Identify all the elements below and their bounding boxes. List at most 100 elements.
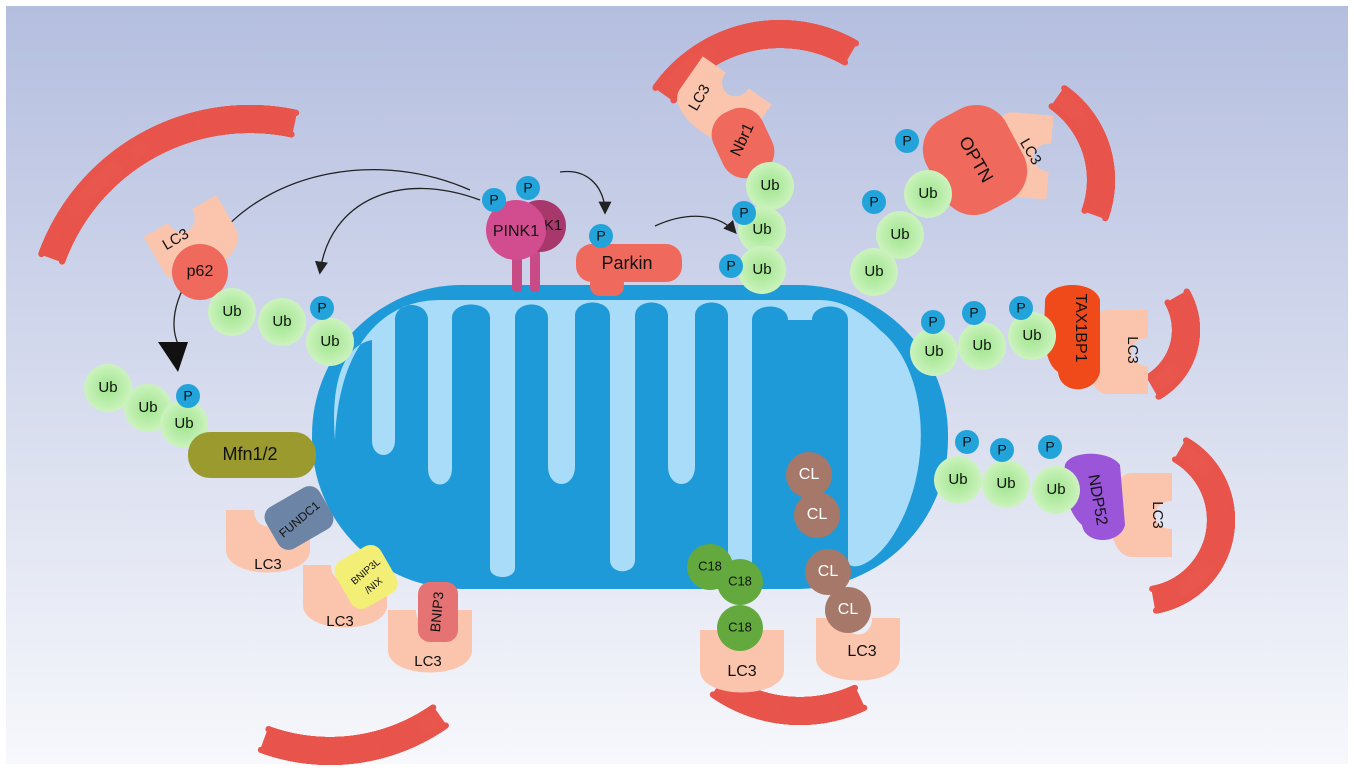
pink1-stem [530, 250, 540, 292]
phosphate-label: P [869, 194, 878, 210]
pink1-to-parkin-arrow [559, 170, 612, 215]
ub-label: Ub [1022, 327, 1041, 344]
ubiquitin [738, 246, 786, 294]
pink1-label: PINK1 [493, 223, 539, 240]
ubiquitin [746, 162, 794, 210]
c18-label: C18 [728, 573, 752, 588]
phosphate-label: P [1016, 300, 1025, 316]
membrane-ndp52 [1149, 437, 1235, 614]
lc3-cl [816, 618, 900, 681]
lc3-c18 [700, 630, 784, 693]
pink1-partial-label: K1 [544, 217, 562, 234]
tax1bp1-protein [1044, 285, 1100, 390]
phosphate [990, 438, 1014, 462]
c18-lipid [717, 605, 763, 651]
ubiquitin [124, 384, 172, 432]
ubiquitin [958, 322, 1006, 370]
bnip3-protein [418, 582, 458, 642]
autophagosome-membranes [38, 20, 1235, 765]
tax1bp1-label: TAX1BP1 [1072, 293, 1089, 362]
p62-label: p62 [187, 263, 214, 280]
phosphate-label: P [596, 228, 605, 244]
phosphate [1009, 296, 1033, 320]
ub-label: Ub [222, 303, 241, 320]
lc3-tax1bp1 [1085, 310, 1148, 394]
ub-label: Ub [918, 185, 937, 202]
phosphate [516, 176, 540, 200]
mfn-label: Mfn1/2 [222, 444, 277, 464]
phosphate [955, 430, 979, 454]
ub-label: Ub [752, 221, 771, 238]
parkin-protein [576, 244, 682, 282]
large-arrowhead [158, 342, 188, 372]
cl-label: CL [818, 563, 839, 580]
cardiolipin [794, 492, 840, 538]
phosphate [921, 310, 945, 334]
ubiquitin [876, 211, 924, 259]
ub-label: Ub [752, 261, 771, 278]
ubiquitin [306, 318, 354, 366]
lc3-label: LC3 [254, 556, 282, 573]
c18-lipid [717, 559, 763, 605]
lc3-label: LC3 [1149, 501, 1166, 529]
phosphate-label: P [317, 300, 326, 316]
ub-label: Ub [174, 415, 193, 432]
mitochondrion [312, 285, 948, 589]
phosphate [1038, 435, 1062, 459]
nbr1-protein [711, 107, 775, 179]
ubiquitin [208, 288, 256, 336]
ubiquitin [934, 456, 982, 504]
mfn-protein [188, 432, 316, 478]
lc3-shape [1085, 310, 1148, 394]
phosphate-label: P [997, 442, 1006, 458]
phosphate [962, 301, 986, 325]
ubiquitin [904, 170, 952, 218]
parkin-to-ub-arrow [654, 215, 737, 234]
membrane-optn [1048, 85, 1115, 222]
pink1-stem [512, 250, 522, 292]
ubiquitin [160, 400, 208, 448]
cardiolipin [825, 587, 871, 633]
mito-inner-space [334, 300, 921, 577]
phosphate-label: P [523, 180, 532, 196]
ub-label: Ub [948, 471, 967, 488]
cardiolipin [786, 452, 832, 498]
ubiquitin [850, 248, 898, 296]
lc3-label: LC3 [847, 643, 876, 660]
membrane-p62 [38, 105, 300, 265]
fundc1-protein [264, 486, 334, 550]
lc3-label: LC3 [1124, 336, 1141, 364]
ub-label: Ub [890, 226, 909, 243]
phosphate-label: P [928, 314, 937, 330]
pink1-to-ub-arrow [315, 187, 481, 275]
parkin-label: Parkin [601, 253, 652, 273]
ub-label: Ub [972, 337, 991, 354]
ubiquitin [258, 298, 306, 346]
cl-label: CL [799, 466, 820, 483]
lc3-label: LC3 [326, 613, 354, 630]
lc3-shape [1109, 473, 1172, 557]
ub-label: Ub [320, 333, 339, 350]
cl-label: CL [838, 601, 859, 618]
pink1-protein [486, 200, 546, 260]
phosphate-label: P [902, 133, 911, 149]
ubiquitin [982, 460, 1030, 508]
phosphate-label: P [1045, 439, 1054, 455]
p62-protein [172, 244, 228, 300]
pink1-to-p62-arrow [214, 168, 471, 241]
ubiquitin [84, 364, 132, 412]
phosphate-label: P [969, 305, 978, 321]
membrane-bnip [257, 704, 449, 765]
ub-label: Ub [864, 263, 883, 280]
phosphate [482, 188, 506, 212]
cardiolipin [805, 549, 851, 595]
phosphate-label: P [726, 258, 735, 274]
phosphate-label: P [962, 434, 971, 450]
ub-label: Ub [760, 177, 779, 194]
phosphate [732, 201, 756, 225]
ub-label: Ub [272, 313, 291, 330]
lc3-shape [700, 630, 784, 693]
lc3-ndp52 [1109, 473, 1172, 557]
